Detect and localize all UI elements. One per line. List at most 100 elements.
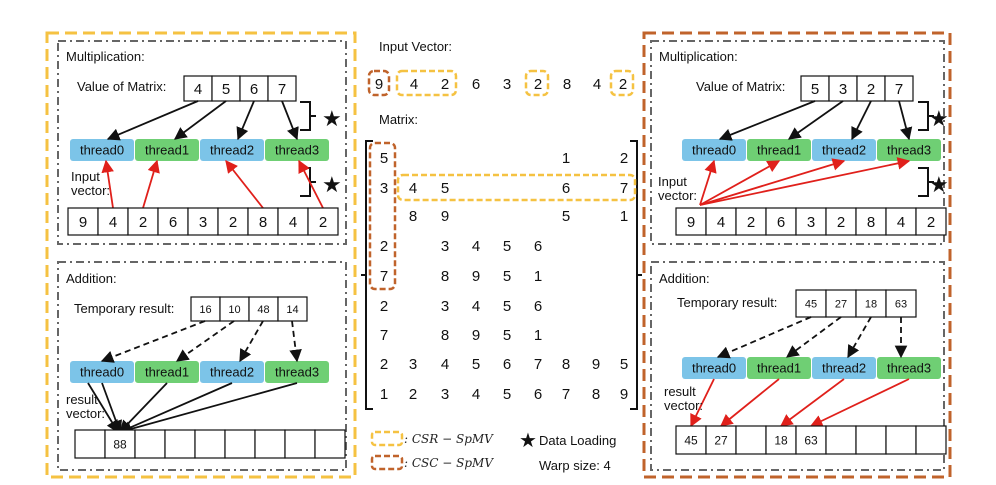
- csr-input-value: 6: [169, 214, 177, 231]
- csc-input-arrow: [699, 157, 911, 206]
- matrix-cell: 7: [620, 180, 628, 197]
- csc-add-arrow: [809, 378, 910, 427]
- csr-matrix-value-value: 5: [222, 81, 230, 98]
- csc-temp-arrow: [716, 316, 812, 359]
- matrix-cell: 7: [534, 356, 542, 373]
- matrix-cell: 1: [534, 268, 542, 285]
- csc-bracket-2: [918, 167, 934, 197]
- csr-add-thread: [265, 361, 329, 383]
- csc-input-cell: [855, 207, 887, 236]
- csc-result-cell: [765, 425, 797, 455]
- csc-thread: [682, 139, 746, 161]
- csr-matrix-value-value: 6: [250, 81, 258, 98]
- csr-add-thread-label: thread3: [275, 365, 319, 380]
- csr-matrix-value-value: 7: [278, 81, 286, 98]
- csc-result-cell: [705, 425, 737, 455]
- csr-result-value: 88: [113, 437, 127, 451]
- csc-value-arrow: [851, 100, 872, 141]
- input-vector-value: 3: [503, 76, 511, 93]
- matrix-cell: 2: [380, 298, 388, 315]
- csc-result-label-2: vector:: [664, 398, 703, 413]
- csr-input-cell: [127, 207, 159, 236]
- csr-highlight-matrix: [396, 173, 637, 202]
- csr-result-cell: [224, 429, 256, 459]
- csc-result-value: 63: [804, 433, 818, 447]
- csr-temp-cell: [190, 296, 221, 322]
- csr-input-value: 2: [319, 214, 327, 231]
- csc-thread: [812, 139, 876, 161]
- csc-mult-arrows: [699, 100, 913, 206]
- csc-add-thread-label: thread2: [822, 361, 866, 376]
- matrix-cell: 8: [409, 208, 417, 225]
- csr-thread: [265, 139, 329, 161]
- csc-matrix-value-cell: [856, 75, 886, 102]
- csc-temp-arrow: [785, 316, 842, 358]
- csr-temp-arrow: [289, 320, 302, 363]
- csc-addition-title: Addition:: [659, 271, 710, 286]
- matrix-cell: 5: [472, 356, 480, 373]
- csr-outer-border: [45, 31, 357, 479]
- csc-add-thread: [877, 357, 941, 379]
- csr-input-value: 3: [199, 214, 207, 231]
- matrix-cell: 9: [472, 327, 480, 344]
- csc-result-cell: [825, 425, 857, 455]
- csc-input-cell: [675, 207, 707, 236]
- matrix-cell: 3: [380, 180, 388, 197]
- csc-input-arrow: [699, 160, 781, 206]
- csc-add-thread-label: thread0: [692, 361, 736, 376]
- csr-multiplication-title: Multiplication:: [66, 49, 145, 64]
- matrix-cell: 5: [503, 386, 511, 403]
- csc-result-value: 45: [684, 433, 698, 447]
- csc-outer-border: [642, 31, 952, 479]
- csc-temp-value: 45: [805, 298, 817, 310]
- matrix-cell: 5: [503, 238, 511, 255]
- matrix-cell: 6: [503, 356, 511, 373]
- csc-input-value: 2: [837, 214, 845, 231]
- csc-value-arrow: [898, 100, 913, 141]
- csc-add-thread-label: thread1: [757, 361, 801, 376]
- csc-thread-label: thread1: [757, 143, 801, 158]
- csc-matrix-value-cell: [800, 75, 830, 102]
- star-icon: ★: [322, 172, 342, 197]
- csr-result-cell: [134, 429, 166, 459]
- csr-result-label-2: vector:: [66, 406, 105, 421]
- csr-input-value: 2: [229, 214, 237, 231]
- matrix-cell: 5: [503, 327, 511, 344]
- legend-csr-swatch: [370, 430, 404, 447]
- matrix-cell: 2: [409, 386, 417, 403]
- csc-result-value: 27: [714, 433, 728, 447]
- csr-input-value: 9: [79, 214, 87, 231]
- csc-thread-label: thread0: [692, 143, 736, 158]
- csr-value-arrow: [106, 100, 199, 141]
- matrix-cell: 4: [441, 356, 449, 373]
- legend-warp-size: Warp size: 4: [539, 458, 611, 473]
- legend-data-loading: Data Loading: [539, 433, 616, 448]
- csr-add-thread: [70, 361, 134, 383]
- matrix-cell: 7: [380, 327, 388, 344]
- csc-input-label: Input: [658, 174, 687, 189]
- csc-thread: [877, 139, 941, 161]
- input-vector-value: 4: [593, 76, 601, 93]
- csr-add-arrow: [118, 382, 298, 436]
- csc-result-cell: [795, 425, 827, 455]
- csc-bracket-1: [918, 101, 934, 131]
- csc-temp-value: 18: [865, 298, 877, 310]
- csr-add-thread-label: thread0: [80, 365, 124, 380]
- csr-bracket-2: [300, 167, 316, 197]
- csr-result-label: result: [66, 392, 98, 407]
- input-vector-value: 2: [619, 76, 627, 93]
- matrix-cell: 5: [503, 298, 511, 315]
- csr-matrix-value-cell: [183, 75, 213, 102]
- csc-add-arrow: [720, 378, 780, 427]
- csr-temp-cell: [219, 296, 250, 322]
